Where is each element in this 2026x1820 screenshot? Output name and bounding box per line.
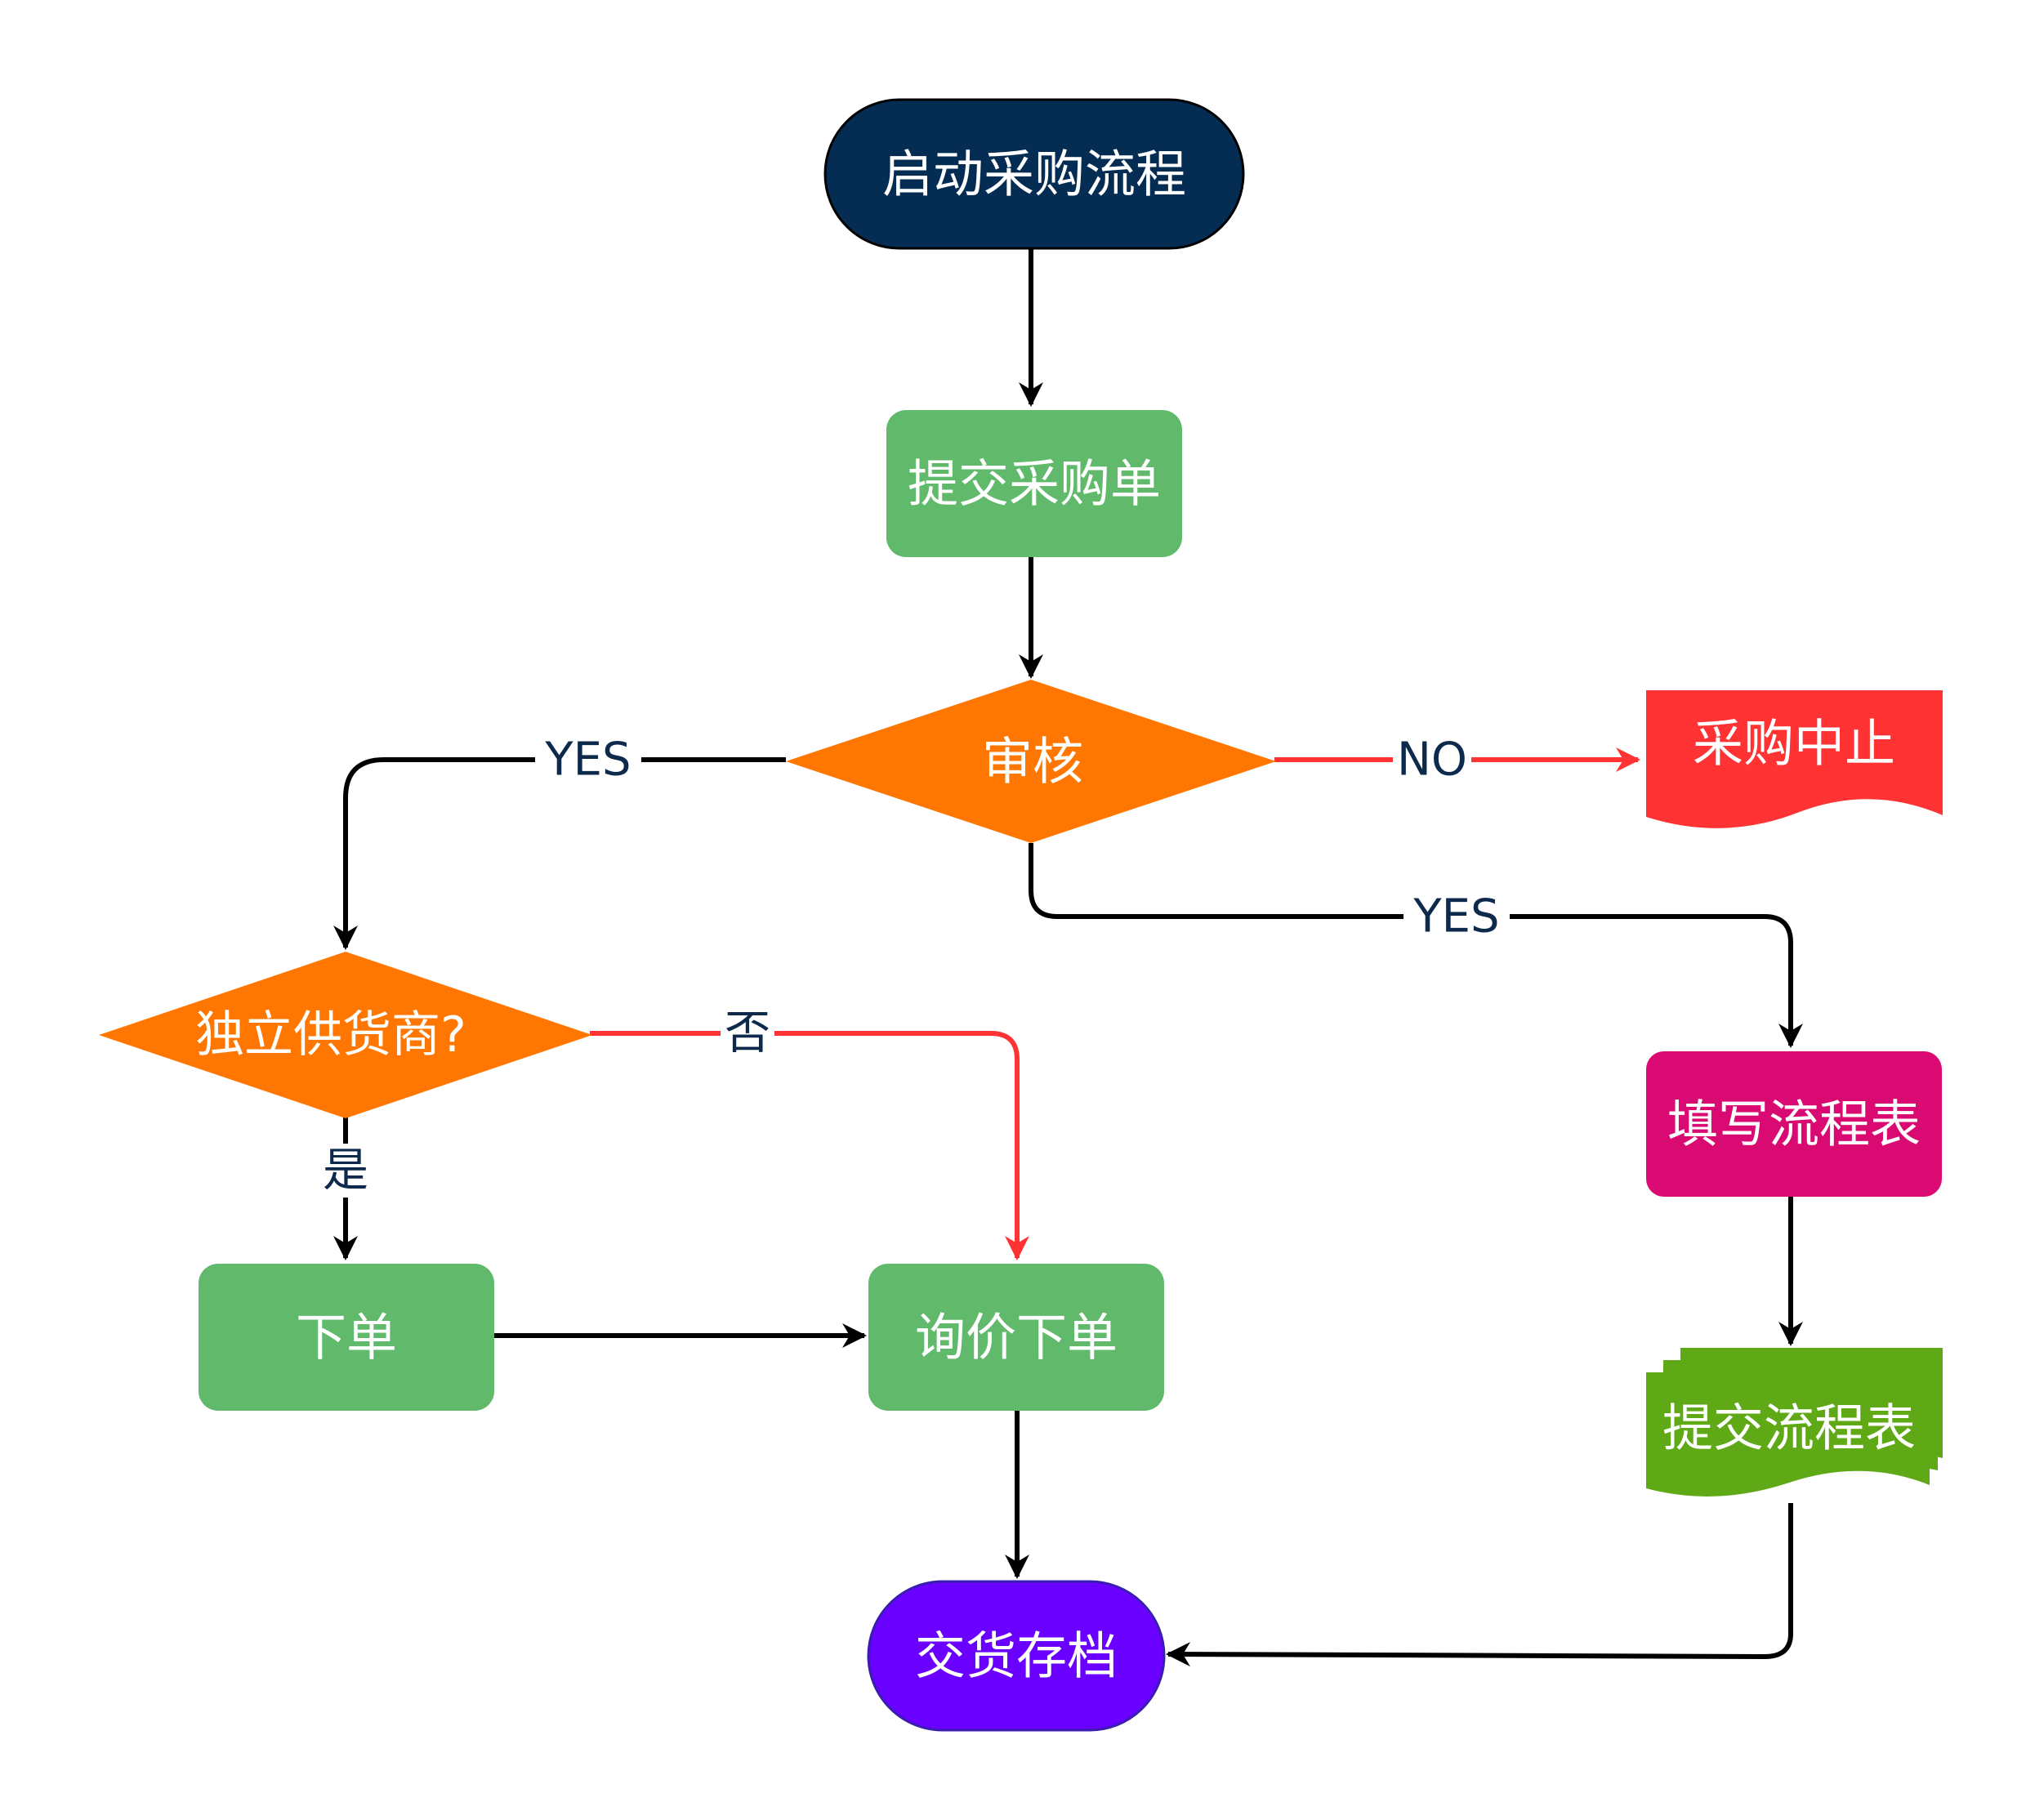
start-shape [823,98,1245,250]
start-label: 启动采购流程 [882,145,1186,204]
fill-form-shape [1646,1051,1942,1197]
node-fill-form[interactable]: 填写流程表 [1646,1051,1942,1197]
node-inquiry-order[interactable]: 询价下单 [868,1264,1164,1411]
independent-supplier-shape [99,952,592,1118]
archive-shape [867,1580,1166,1732]
node-independent-supplier[interactable]: 独立供货商? [99,952,592,1118]
edge-label-review-yes-right: YES [1412,890,1499,943]
node-abort[interactable]: 采购中止 [1646,690,1943,828]
edge-labels: YES NO YES 否 是 [319,734,1510,1198]
node-place-order[interactable]: 下单 [199,1264,494,1411]
edge-supplier-no-to-inquiry [590,1031,1029,1260]
edge-label-review-yes-left: YES [544,734,631,787]
submit-order-label: 提交采购单 [908,454,1161,514]
edge-label-supplier-no: 否 [725,1007,770,1060]
edge-label-supplier-yes: 是 [323,1144,368,1198]
independent-supplier-label: 独立供货商? [195,1006,466,1064]
fill-form-label: 填写流程表 [1667,1095,1921,1154]
review-label: 审核 [982,732,1083,792]
edge-review-yes-to-supplier [333,757,786,950]
edge-label-review-no: NO [1397,734,1467,787]
edge-submit-form-to-archive [1166,1503,1793,1667]
place-order-shape [199,1264,494,1411]
submit-form-label: 提交流程表 [1662,1398,1916,1458]
node-archive[interactable]: 交货存档 [867,1580,1166,1732]
submit-order-shape [886,410,1182,557]
nodes: 启动采购流程 提交采购单 审核 采购中止 独立供货商? 填写流程表 [99,98,1943,1732]
node-submit-order[interactable]: 提交采购单 [886,410,1182,557]
node-review[interactable]: 审核 [786,680,1276,843]
submit-form-shape-front [1646,1372,1930,1497]
review-shape [786,680,1276,843]
inquiry-order-shape [868,1264,1164,1411]
archive-label: 交货存档 [915,1626,1118,1686]
place-order-label: 下单 [296,1308,397,1367]
inquiry-order-label: 询价下单 [915,1308,1118,1367]
node-submit-form[interactable]: 提交流程表 [1646,1348,1943,1497]
abort-label: 采购中止 [1693,714,1895,774]
edge-review-yes-to-fill-form [1029,843,1803,1048]
abort-shape [1646,690,1943,828]
node-start[interactable]: 启动采购流程 [823,98,1245,250]
